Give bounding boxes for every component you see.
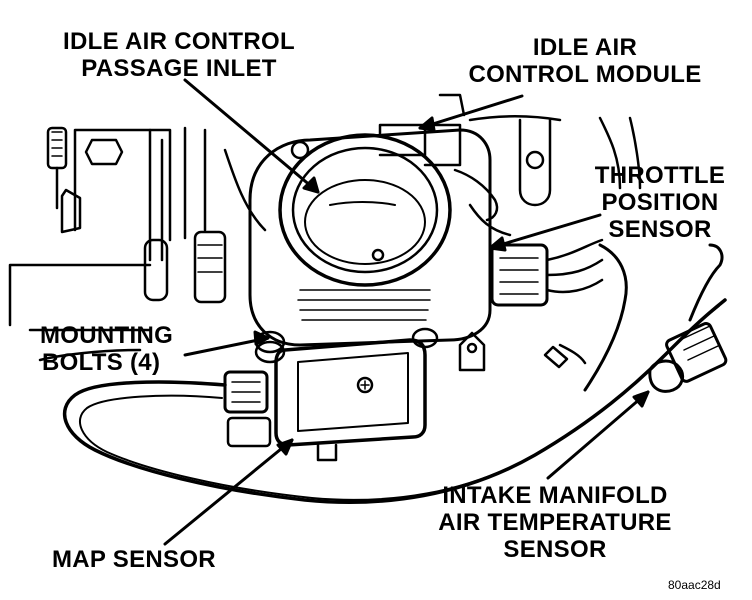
background-right-hardware: [438, 93, 642, 207]
label-line: INTAKE MANIFOLD: [442, 482, 668, 509]
label-line: POSITION: [601, 189, 719, 216]
label-idle-air-control-module: IDLE AIR CONTROL MODULE: [455, 34, 715, 88]
label-line: MAP SENSOR: [52, 546, 216, 573]
label-line: BOLTS (4): [42, 349, 161, 376]
label-mounting-bolts: MOUNTING BOLTS (4): [40, 322, 173, 376]
throttle-body: [248, 123, 512, 347]
leader-lines: [163, 78, 650, 546]
label-line: AIR TEMPERATURE: [438, 509, 672, 536]
background-engine-hardware: [8, 126, 267, 362]
map-sensor: [223, 338, 427, 462]
label-map-sensor: MAP SENSOR: [52, 546, 216, 573]
label-line: SENSOR: [608, 216, 712, 243]
label-intake-manifold-air-temperature-sensor: INTAKE MANIFOLD AIR TEMPERATURE SENSOR: [420, 482, 690, 563]
label-line: CONTROL MODULE: [468, 61, 702, 88]
label-idle-air-control-passage-inlet: IDLE AIR CONTROL PASSAGE INLET: [34, 28, 324, 82]
label-line: PASSAGE INLET: [81, 55, 277, 82]
label-throttle-position-sensor: THROTTLE POSITION SENSOR: [580, 162, 740, 243]
tps-connector: [490, 238, 628, 392]
label-line: SENSOR: [503, 536, 607, 563]
label-line: MOUNTING: [40, 322, 174, 349]
figure-code: 80aac28d: [668, 578, 721, 592]
label-line: IDLE AIR CONTROL: [63, 28, 295, 55]
label-line: IDLE AIR: [532, 34, 638, 61]
iat-sensor: [648, 243, 728, 393]
label-line: THROTTLE: [594, 162, 726, 189]
